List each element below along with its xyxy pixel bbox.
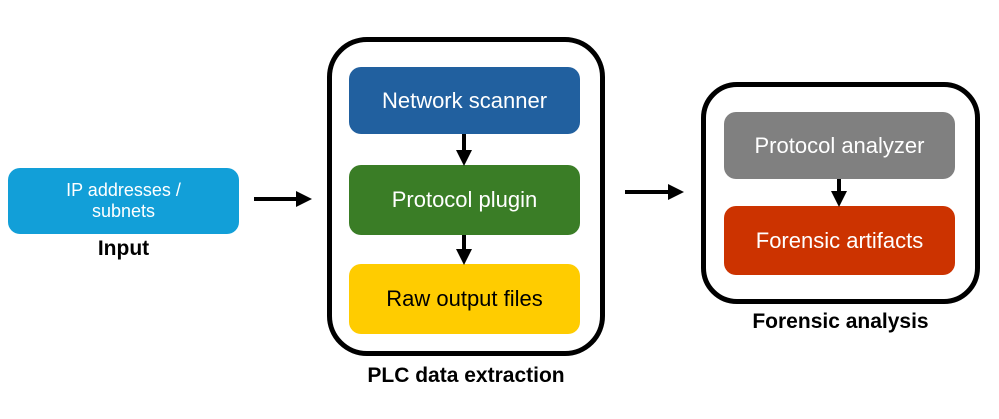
- input-node-ip-addresses: IP addresses / subnets: [8, 168, 239, 234]
- forensic-artifacts-node: Forensic artifacts: [724, 206, 955, 275]
- plc-data-extraction-caption: PLC data extraction: [367, 364, 565, 387]
- raw-output-files-node: Raw output files: [349, 264, 580, 334]
- protocol-plugin-label: Protocol plugin: [391, 187, 538, 213]
- network-scanner-label: Network scanner: [381, 87, 548, 113]
- protocol-plugin-node: Protocol plugin: [349, 165, 580, 235]
- forensic-artifacts-label: Forensic artifacts: [755, 227, 924, 253]
- network-scanner-node: Network scanner: [349, 67, 580, 134]
- protocol-analyzer-node: Protocol analyzer: [724, 112, 955, 179]
- forensic-analysis-caption: Forensic analysis: [752, 310, 929, 333]
- raw-output-files-label: Raw output files: [386, 286, 543, 312]
- protocol-analyzer-label: Protocol analyzer: [754, 132, 925, 158]
- input-caption: Input: [97, 237, 150, 260]
- input-node-label: IP addresses / subnets: [66, 180, 181, 221]
